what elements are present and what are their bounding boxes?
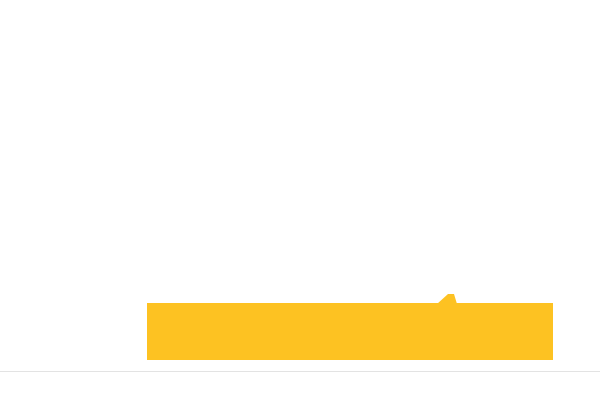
yellow-banner[interactable]: [147, 303, 553, 360]
bottom-divider-line: [0, 371, 600, 372]
banner-pointer-notch: [437, 294, 457, 304]
